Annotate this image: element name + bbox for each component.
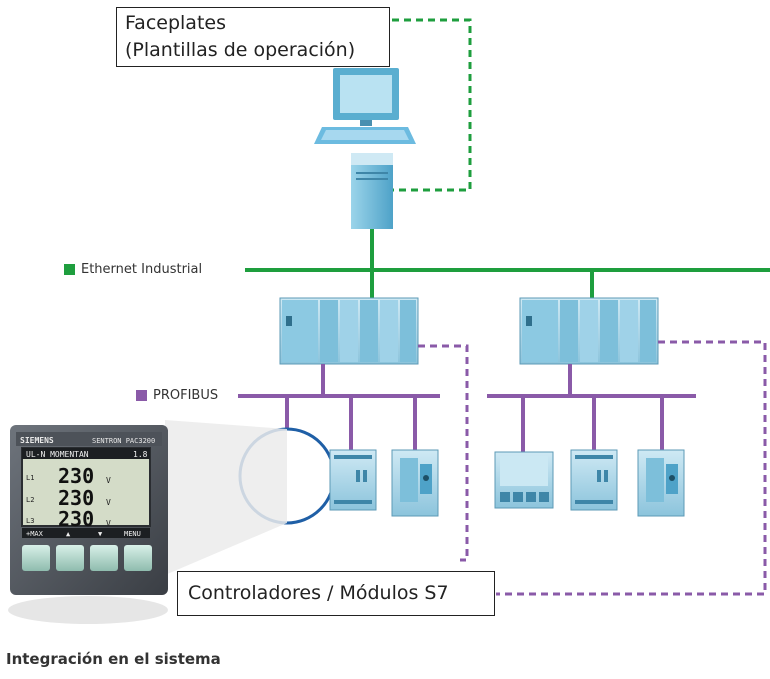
- meter-brand: SIEMENS: [20, 436, 54, 445]
- profibus-dashed-link-2: [496, 340, 767, 596]
- meter-model: SENTRON PAC3200: [92, 437, 155, 445]
- plc-rack-2: [519, 297, 659, 365]
- legend-profibus: PROFIBUS: [136, 388, 218, 403]
- meter-softkey-2: ▲: [66, 530, 71, 538]
- controllers-callout: Controladores / Módulos S7: [177, 571, 495, 616]
- meter-softkey-4: MENU: [124, 530, 141, 538]
- ethernet-swatch: [64, 264, 75, 275]
- zoom-wedge: [165, 420, 287, 575]
- meter-header: UL-N MOMENTAN: [26, 450, 89, 459]
- meter-row-3-unit: V: [106, 519, 111, 528]
- io-module-1: [329, 449, 377, 511]
- profibus-dashed-link-1: [418, 344, 469, 562]
- plc-rack-1: [279, 297, 419, 365]
- meter-row-2-value: 230: [58, 486, 94, 510]
- profibus-drops: [285, 396, 664, 452]
- pc-icon: [314, 68, 416, 144]
- legend-profibus-label: PROFIBUS: [153, 388, 219, 403]
- meter-header-right: 1.8: [133, 450, 148, 459]
- faceplates-callout: Faceplates (Plantillas de operación): [116, 7, 390, 67]
- faceplates-title: Faceplates: [125, 12, 226, 34]
- meter-row-2-unit: V: [106, 498, 111, 507]
- faceplates-subtitle: (Plantillas de operación): [125, 39, 356, 61]
- meter-row-3-label: L3: [26, 517, 34, 525]
- meter-row-3-value: 230: [58, 507, 94, 531]
- legend-ethernet-label: Ethernet Industrial: [81, 262, 203, 277]
- motor-starter-2: [637, 449, 685, 517]
- operator-panel-2: [494, 451, 554, 509]
- meter-row-1-value: 230: [58, 464, 94, 488]
- meter-row-1-label: L1: [26, 474, 34, 482]
- meter-softkey-1: +MAX: [26, 530, 44, 538]
- meter-row-2-label: L2: [26, 496, 34, 504]
- meter-softkey-3: ▼: [98, 530, 103, 538]
- io-module-2: [570, 449, 618, 511]
- profibus-swatch: [136, 390, 147, 401]
- controllers-label: Controladores / Módulos S7: [188, 582, 449, 604]
- figure-caption: Integración en el sistema: [6, 650, 221, 668]
- meter-row-1-unit: V: [106, 476, 111, 485]
- ethernet-dashed-link: [392, 18, 472, 192]
- legend-ethernet: Ethernet Industrial: [64, 262, 202, 277]
- motor-starter-1: [391, 449, 439, 517]
- power-meter-device: SIEMENS SENTRON PAC3200 UL-N MOMENTAN 1.…: [8, 425, 168, 624]
- server-icon: [351, 153, 393, 229]
